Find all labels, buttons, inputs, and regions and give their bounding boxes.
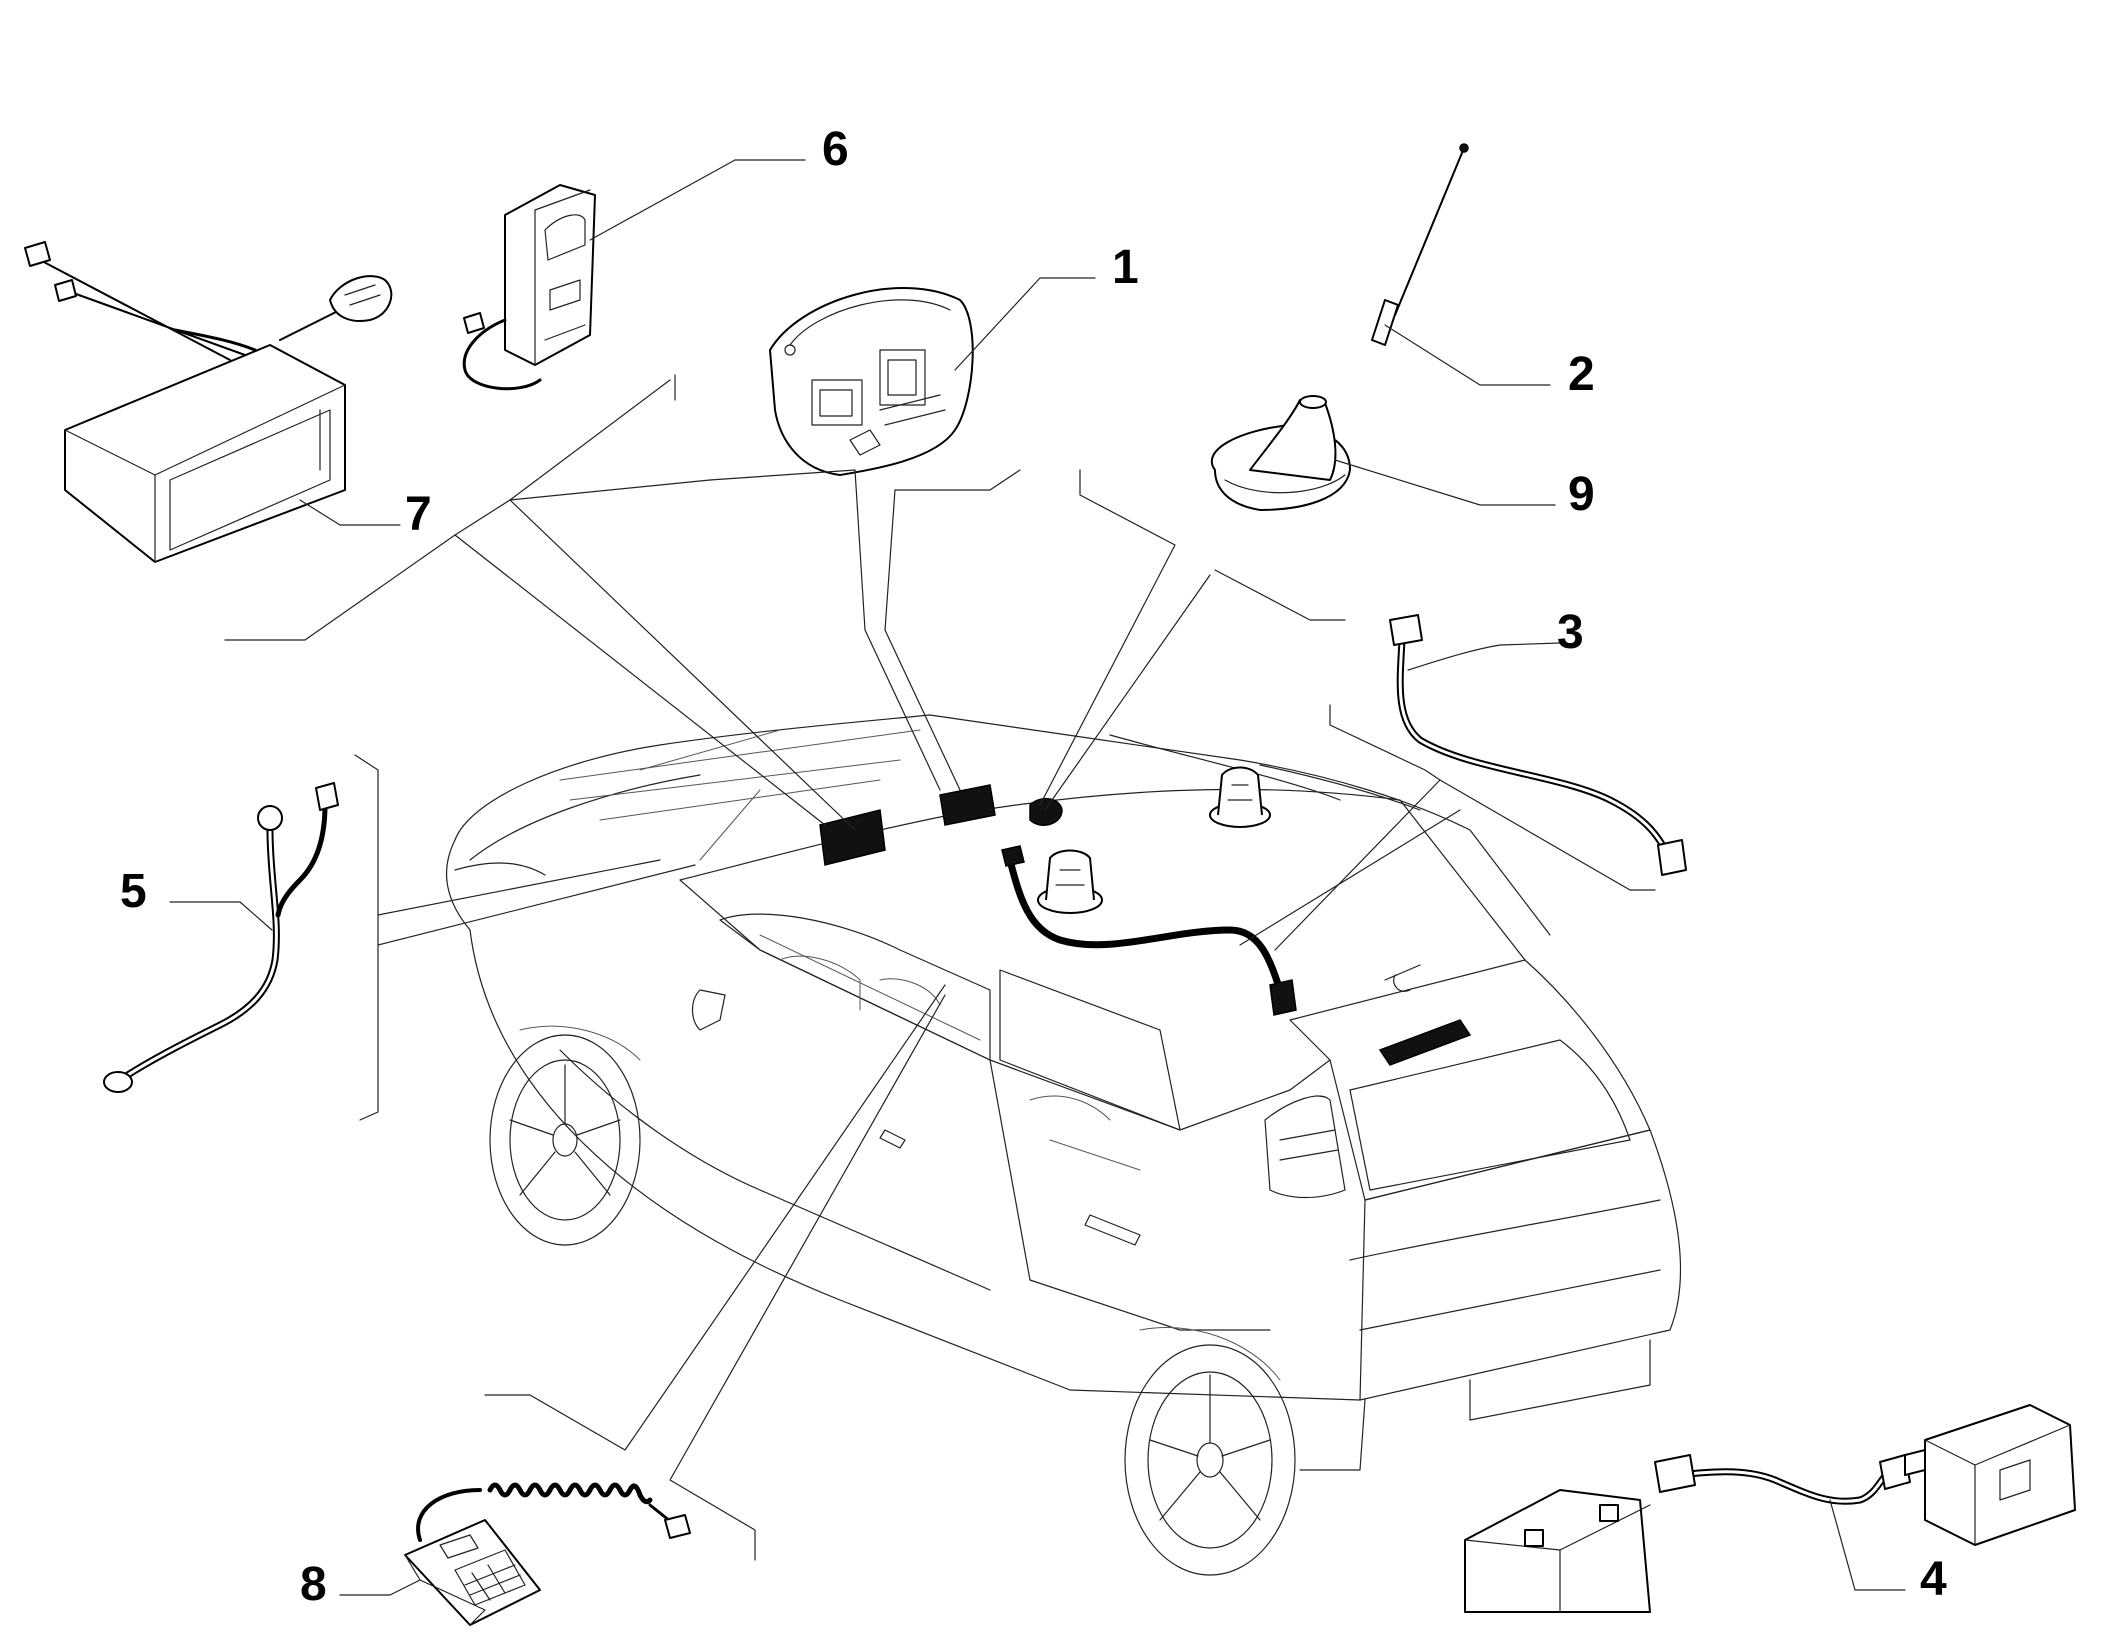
part-2-antenna-rod xyxy=(1371,143,1469,346)
installed-antenna-base xyxy=(1029,798,1063,826)
part-6-card-reader xyxy=(462,184,596,391)
part-3-cable xyxy=(1389,614,1687,876)
leader-lines xyxy=(169,159,1906,1596)
part-4-battery-cable xyxy=(1654,1454,1911,1505)
battery xyxy=(1464,1489,1651,1613)
callout-3: 3 xyxy=(1557,606,1584,659)
callout-6: 6 xyxy=(822,123,849,176)
callout-5: 5 xyxy=(120,865,147,918)
beacon-light-front xyxy=(1037,849,1103,914)
callout-2: 2 xyxy=(1568,348,1595,401)
installed-display-unit xyxy=(939,784,996,826)
part-8-keypad xyxy=(404,1482,691,1626)
callout-4: 4 xyxy=(1920,1553,1947,1606)
callout-9: 9 xyxy=(1568,468,1595,521)
part-5-cable xyxy=(103,782,339,1093)
relay-box xyxy=(1904,1404,2076,1546)
part-1-taximeter-unit xyxy=(769,287,974,476)
callout-7: 7 xyxy=(405,488,432,541)
beacon-light-rear xyxy=(1209,766,1271,828)
callout-labels: 1 2 3 4 5 6 7 8 9 xyxy=(120,123,1947,1611)
part-9-antenna-base xyxy=(1211,395,1351,511)
part-7-radio-unit xyxy=(24,241,393,563)
installed-control-unit xyxy=(819,809,886,866)
callout-8: 8 xyxy=(300,1558,327,1611)
callout-1: 1 xyxy=(1112,241,1139,294)
car-illustration xyxy=(445,714,1681,1576)
